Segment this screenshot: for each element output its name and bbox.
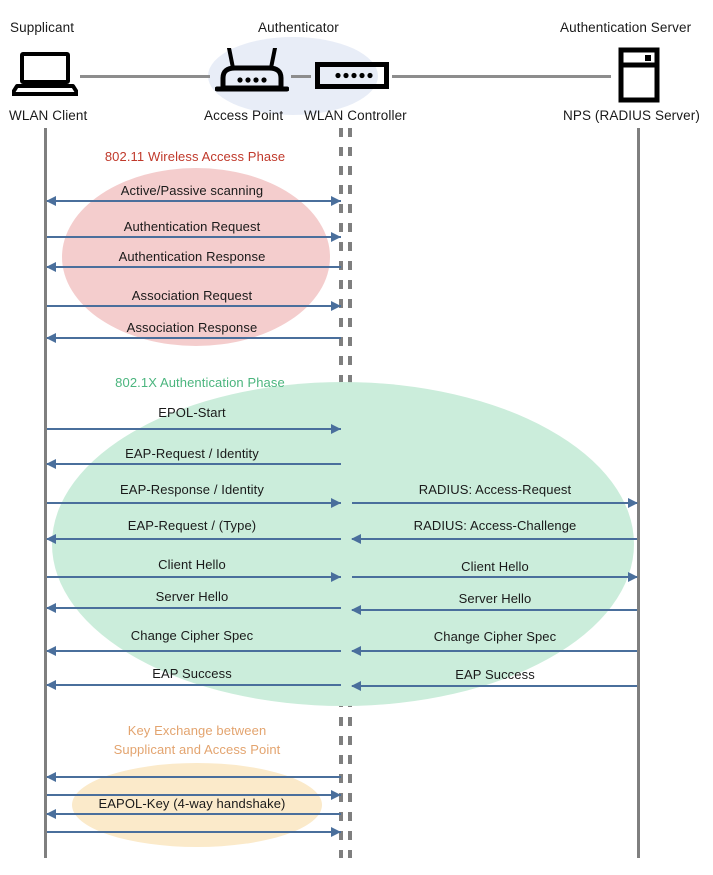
wlan-controller-icon (315, 62, 389, 94)
arrowhead-left-eap-success-right (351, 681, 361, 691)
message-line-server-hello-left (47, 607, 341, 609)
message-line-radius-access-request (352, 502, 637, 504)
arrowhead-left-authentication-response (46, 262, 56, 272)
arrowhead-right-client-hello-right (628, 572, 638, 582)
actor-role-authentication-server: Authentication Server (560, 20, 692, 35)
message-line-authentication-response (47, 266, 341, 268)
arrowhead-left-change-cipher-spec-right (351, 646, 361, 656)
arrowhead-left-key-exchange-1 (46, 772, 56, 782)
message-label-radius-access-challenge: RADIUS: Access-Challenge (413, 518, 577, 533)
message-label-client-hello-right: Client Hello (461, 559, 529, 574)
arrowhead-left-server-hello-left (46, 603, 56, 613)
arrowhead-right-radius-access-request (628, 498, 638, 508)
message-line-eap-success-right (352, 685, 637, 687)
arrowhead-right-active-passive-scanning (331, 196, 341, 206)
message-label-eap-success-left: EAP Success (152, 666, 232, 681)
arrowhead-left-change-cipher-spec-left (46, 646, 56, 656)
message-label-active-passive-scanning: Active/Passive scanning (120, 183, 264, 198)
message-line-eap-response-identity (47, 502, 341, 504)
arrowhead-left-eap-request-identity (46, 459, 56, 469)
message-line-eap-success-left (47, 684, 341, 686)
wire-client-to-ap (80, 75, 210, 78)
actor-device-nps-radius-server: NPS (RADIUS Server) (563, 108, 700, 123)
message-line-key-exchange-3 (47, 813, 341, 815)
message-label-authentication-response: Authentication Response (118, 249, 266, 264)
arrowhead-left-server-hello-right (351, 605, 361, 615)
message-label-server-hello-right: Server Hello (458, 591, 532, 606)
message-label-server-hello-left: Server Hello (155, 589, 229, 604)
phase-caption-key-exchange: Key Exchange between Supplicant and Acce… (113, 723, 281, 757)
laptop-icon (10, 52, 80, 101)
arrowhead-left-key-exchange-3 (46, 809, 56, 819)
arrowhead-left-radius-access-challenge (351, 534, 361, 544)
actor-device-wlan-client: WLAN Client (9, 108, 88, 123)
actor-device-access-point: Access Point (204, 108, 284, 123)
message-line-active-passive-scanning (47, 200, 341, 202)
actor-role-supplicant: Supplicant (10, 20, 75, 35)
message-label-change-cipher-spec-left: Change Cipher Spec (130, 628, 254, 643)
arrowhead-left-eap-success-left (46, 680, 56, 690)
message-label-association-response: Association Response (126, 320, 258, 335)
actor-device-wlan-controller: WLAN Controller (304, 108, 407, 123)
message-line-key-exchange-4 (47, 831, 341, 833)
message-line-change-cipher-spec-left (47, 650, 341, 652)
message-label-eapol-key: EAPOL-Key (4-way handshake) (98, 796, 286, 811)
lifeline-authentication-server (637, 128, 640, 858)
message-line-eap-request-type (47, 538, 341, 540)
message-label-eap-success-right: EAP Success (455, 667, 535, 682)
arrowhead-right-association-request (331, 301, 341, 311)
message-label-client-hello-left: Client Hello (158, 557, 226, 572)
message-label-change-cipher-spec-right: Change Cipher Spec (433, 629, 557, 644)
wire-ap-to-controller (291, 75, 311, 78)
message-line-association-response (47, 337, 341, 339)
arrowhead-right-key-exchange-4 (331, 827, 341, 837)
arrowhead-right-key-exchange-2 (331, 790, 341, 800)
message-line-epol-start (47, 428, 341, 430)
wire-controller-to-server (392, 75, 611, 78)
arrowhead-left-association-response (46, 333, 56, 343)
arrowhead-right-epol-start (331, 424, 341, 434)
message-line-server-hello-right (352, 609, 637, 611)
message-label-eap-request-type: EAP-Request / (Type) (127, 518, 257, 533)
message-label-radius-access-request: RADIUS: Access-Request (418, 482, 572, 497)
message-label-authentication-request: Authentication Request (123, 219, 261, 234)
message-line-client-hello-left (47, 576, 341, 578)
arrowhead-left-active-passive-scanning (46, 196, 56, 206)
arrowhead-left-eap-request-type (46, 534, 56, 544)
message-label-association-request: Association Request (131, 288, 253, 303)
message-line-key-exchange-2 (47, 794, 341, 796)
arrowhead-right-client-hello-left (331, 572, 341, 582)
phase-caption-wireless-access: 802.11 Wireless Access Phase (104, 149, 286, 164)
message-label-eap-response-identity: EAP-Response / Identity (120, 482, 264, 497)
server-rack-icon (618, 47, 660, 108)
phase-caption-dot1x-authentication: 802.1X Authentication Phase (115, 375, 285, 390)
message-line-eap-request-identity (47, 463, 341, 465)
message-line-client-hello-right (352, 576, 637, 578)
arrowhead-right-eap-response-identity (331, 498, 341, 508)
message-line-key-exchange-1 (47, 776, 341, 778)
message-label-epol-start: EPOL-Start (158, 405, 226, 420)
wireless-access-point-icon (214, 46, 290, 101)
message-line-radius-access-challenge (352, 538, 637, 540)
message-label-eap-request-identity: EAP-Request / Identity (125, 446, 259, 461)
phase-blob-wireless-access (62, 168, 330, 346)
message-line-authentication-request (47, 236, 341, 238)
message-line-change-cipher-spec-right (352, 650, 637, 652)
arrowhead-right-authentication-request (331, 232, 341, 242)
lifeline-supplicant (44, 128, 47, 858)
phase-blob-dot1x-authentication (52, 382, 634, 706)
message-line-association-request (47, 305, 341, 307)
actor-role-authenticator: Authenticator (258, 20, 339, 35)
